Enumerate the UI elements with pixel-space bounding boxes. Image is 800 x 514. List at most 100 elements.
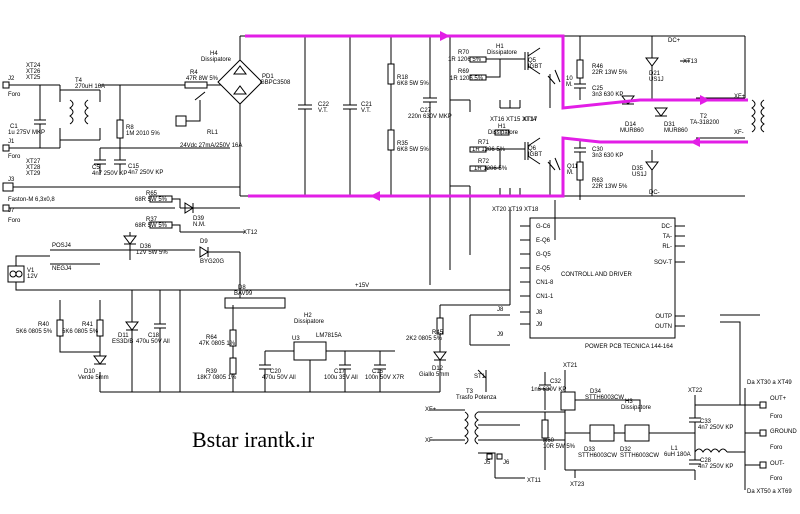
- r41-label: R41: [82, 322, 94, 328]
- r63-label: R63: [592, 178, 604, 184]
- d14-value: MUR860: [620, 128, 644, 134]
- controller-right-pin-label: TA-: [663, 234, 672, 240]
- r37-label: R37: [146, 217, 158, 223]
- r70-value: 1R 1206 5%: [448, 57, 482, 63]
- d9-diode: [199, 246, 209, 258]
- q10-label: 10: [566, 76, 573, 82]
- j9-label: J9: [497, 332, 504, 338]
- c5-value: 4n7 250V KP: [92, 171, 127, 177]
- xt17-label: XT17: [523, 117, 538, 123]
- r4-label: R4: [190, 70, 198, 76]
- d32-value: STTH6003CW: [620, 453, 659, 459]
- t3-value: Trasfo Potenza: [456, 395, 497, 401]
- h3-label: H3: [625, 399, 633, 405]
- negj4-label: NEGJ4: [52, 266, 72, 272]
- r69-value: 1R 1206 5%: [450, 76, 484, 82]
- xf-minus-label-top: XF-: [734, 130, 744, 136]
- r37-value: 68R 5W 5%: [135, 223, 168, 229]
- r72-value: 1R 1206 5%: [474, 166, 508, 172]
- highlight-arrow-t2-out: [690, 137, 700, 147]
- c20-capacitor: [259, 351, 271, 392]
- xt26-label: XT26: [26, 69, 41, 75]
- h3-value: Dissipatore: [621, 405, 652, 411]
- t3-primary: [464, 411, 469, 445]
- d35-value: US1J: [632, 172, 647, 178]
- h4-value: Dissipatore: [201, 57, 232, 63]
- highlighted-current-path: [245, 31, 748, 201]
- controller-right-pin-label: OUTN: [655, 324, 672, 330]
- xf-minus-label: XF-: [425, 438, 435, 444]
- q10-value: M.: [566, 82, 573, 88]
- highlight-top-path: [245, 34, 748, 110]
- controller-title: CONTROLL AND DRIVER: [561, 272, 632, 278]
- ground-label: GROUND: [770, 429, 797, 435]
- foro2-label: Foro: [770, 445, 783, 451]
- j8-label: J8: [497, 307, 504, 313]
- r8-label: R8: [126, 125, 134, 131]
- d39-diode: [184, 202, 194, 214]
- r18-label: R18: [397, 75, 409, 81]
- d10-led: [93, 355, 107, 365]
- r18-value: 6K8 5W 5%: [397, 81, 429, 87]
- r41-value: 5K6 0805 5%: [62, 329, 99, 335]
- d32-label: D32: [620, 447, 632, 453]
- j2-label: J2: [8, 76, 15, 82]
- d9-label: D9: [200, 239, 208, 245]
- bridge-rectifier: PD1 GBPC3508: [217, 36, 291, 196]
- c17-value: 100u 35V All: [324, 375, 358, 381]
- controller-board: CONTROLL AND DRIVER POWER PCB TECNICA 14…: [429, 190, 685, 350]
- r35-resistor: [387, 129, 395, 151]
- q6-label: Q6: [528, 146, 537, 152]
- u3-regulator: [293, 341, 327, 361]
- h1-value-lower: Dissipatore: [488, 130, 519, 136]
- j6-terminal: [496, 453, 503, 460]
- c25-label: C25: [592, 86, 604, 92]
- c22-label: C22: [318, 102, 330, 108]
- d34-label: D34: [590, 389, 602, 395]
- r45-label: R45: [432, 330, 444, 336]
- j6-label: J6: [503, 460, 510, 466]
- r46-label: R46: [592, 64, 604, 70]
- u3-label: U3: [292, 336, 300, 342]
- d10-value: Verde 5mm: [78, 375, 109, 381]
- r70-label: R70: [458, 50, 470, 56]
- d11-diode: [125, 290, 139, 392]
- j1-terminal: [2, 144, 10, 152]
- xf-plus-label-top: XF+: [734, 94, 746, 100]
- rl1-label: RL1: [207, 130, 219, 136]
- t3-secondary: [474, 411, 479, 445]
- t2-value: TA-318200: [690, 120, 720, 126]
- c30-value: 3n3 630 KP: [592, 153, 623, 159]
- dc-minus-label: DC-: [649, 190, 660, 196]
- r4-value: 47R 8W 5%: [186, 76, 219, 82]
- h4-label: H4: [210, 51, 218, 57]
- c27-label: C27: [420, 108, 432, 114]
- t2-transformer-primary: [751, 99, 756, 133]
- d31-value: MUR860: [664, 128, 688, 134]
- r65-value: 68R 5W 5%: [135, 197, 168, 203]
- xt25-label: XT25: [26, 75, 41, 81]
- posj4-label: POSJ4: [52, 243, 72, 249]
- xt-top-label: XT16 XT15 XT14: [490, 117, 537, 123]
- q11-label: Q11: [567, 164, 579, 170]
- d34-value: STTH6003CW: [585, 395, 624, 401]
- foro1-label: Foro: [770, 414, 783, 420]
- d33-value: STTH6003CW: [578, 453, 617, 459]
- d8-value: BAV99: [234, 291, 253, 297]
- r40-value: 5K6 0805 5%: [16, 329, 53, 335]
- c22-value: V.T.: [318, 108, 328, 114]
- d9-value: BYG20G: [200, 259, 224, 265]
- h1-label-top: H1: [496, 44, 504, 50]
- j3-label: J3: [8, 177, 15, 183]
- c32-label: C32: [550, 379, 562, 385]
- controller-right-pin-label: OUTP: [655, 314, 672, 320]
- c32-value: 1n6 630V KP: [531, 387, 566, 393]
- j1-foro-label: Foro: [8, 154, 21, 160]
- c21-value: V.T.: [361, 108, 371, 114]
- r63-resistor: [576, 161, 584, 181]
- r65-label: R65: [146, 191, 158, 197]
- d21-value: US1J: [649, 77, 664, 83]
